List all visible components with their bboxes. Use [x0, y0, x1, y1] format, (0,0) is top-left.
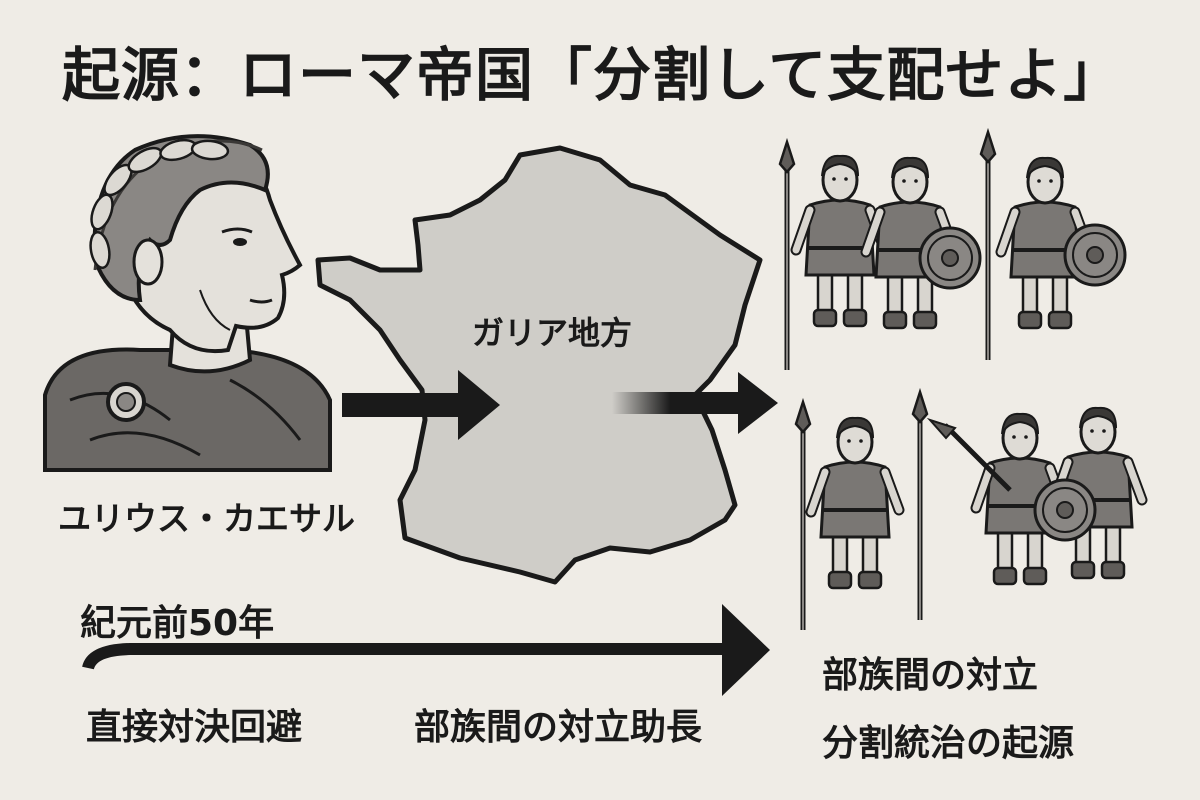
- tribal-rivalry-label: 部族間の対立: [822, 655, 1039, 696]
- avoid-confrontation-label: 直接対決回避: [86, 707, 303, 748]
- region-label: ガリア地方: [472, 314, 633, 352]
- caesar-portrait-icon: [43, 134, 332, 472]
- timeline-arrow-icon: [82, 604, 770, 696]
- gaul-map-icon: [315, 145, 763, 585]
- divide-rule-origin-label: 分割統治の起源: [822, 723, 1075, 764]
- encourage-rivalry-label: 部族間の対立助長: [414, 707, 703, 748]
- caesar-label: ユリウス・カエサル: [58, 499, 355, 538]
- arrow-to-map-icon: [342, 370, 500, 440]
- tribe-group-bottom-icon: [796, 392, 1142, 630]
- tribe-group-top-icon: [780, 132, 1127, 370]
- page-title: 起源：ローマ帝国「分割して支配せよ」: [62, 41, 1123, 109]
- year-label: 紀元前50年: [80, 603, 275, 644]
- arrow-to-tribes-icon: [612, 372, 778, 434]
